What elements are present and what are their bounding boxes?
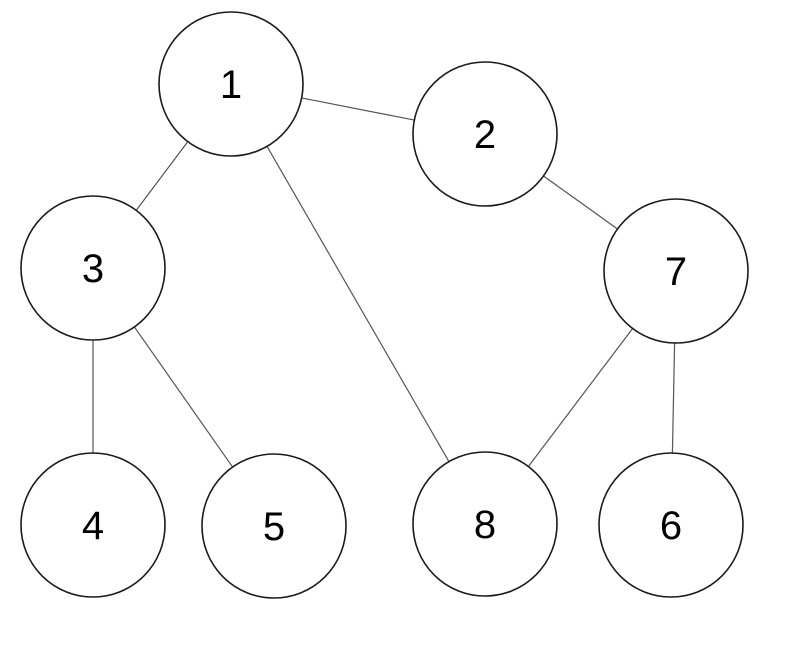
graph-node-circle-8[interactable] <box>412 451 558 597</box>
graph-node-7[interactable]: 7 <box>603 198 749 344</box>
graph-node-circle-7[interactable] <box>603 198 749 344</box>
graph-node-circle-3[interactable] <box>20 195 166 341</box>
graph-node-circle-4[interactable] <box>20 452 166 598</box>
graph-node-6[interactable]: 6 <box>598 452 744 598</box>
graph-node-circle-1[interactable] <box>158 11 304 157</box>
graph-node-8[interactable]: 8 <box>412 451 558 597</box>
graph-edge-1-8 <box>266 146 450 462</box>
graph-node-3[interactable]: 3 <box>20 195 166 341</box>
graph-node-5[interactable]: 5 <box>201 453 347 599</box>
graph-edge-2-7 <box>543 175 618 230</box>
graph-edge-1-3 <box>135 141 189 211</box>
graph-node-circle-6[interactable] <box>598 452 744 598</box>
graph-node-4[interactable]: 4 <box>20 452 166 598</box>
graph-edge-3-5 <box>133 326 234 468</box>
graph-edge-1-2 <box>301 97 415 121</box>
graph-edge-7-8 <box>527 328 634 467</box>
graph-node-circle-2[interactable] <box>412 61 558 207</box>
graph-edge-7-6 <box>671 342 676 454</box>
graph-node-circle-5[interactable] <box>201 453 347 599</box>
graph-node-2[interactable]: 2 <box>412 61 558 207</box>
edge-layer <box>92 97 676 468</box>
graph-node-1[interactable]: 1 <box>158 11 304 157</box>
